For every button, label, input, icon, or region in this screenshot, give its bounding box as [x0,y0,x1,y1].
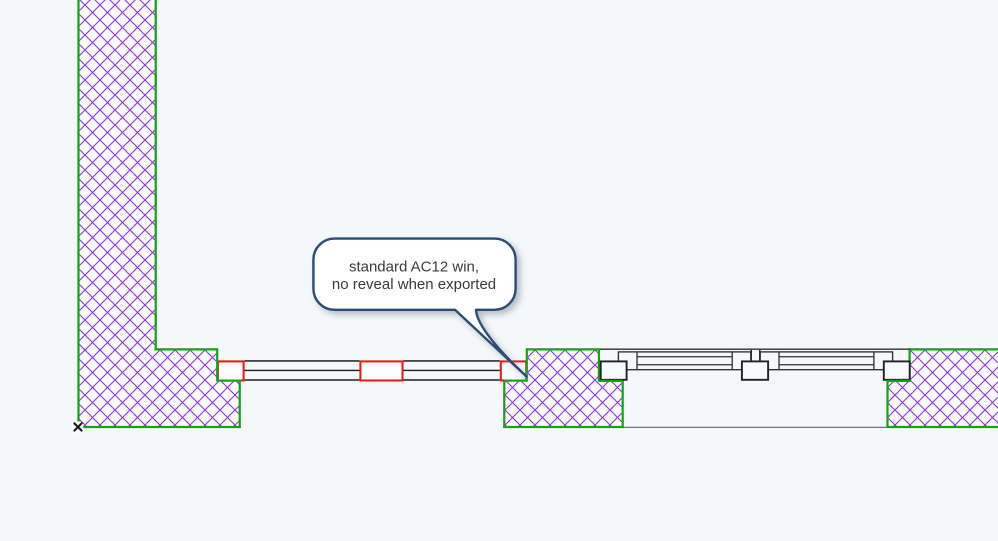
svg-text:standard AC12 win,: standard AC12 win, [349,258,479,275]
svg-text:no reveal when exported: no reveal when exported [332,276,496,293]
